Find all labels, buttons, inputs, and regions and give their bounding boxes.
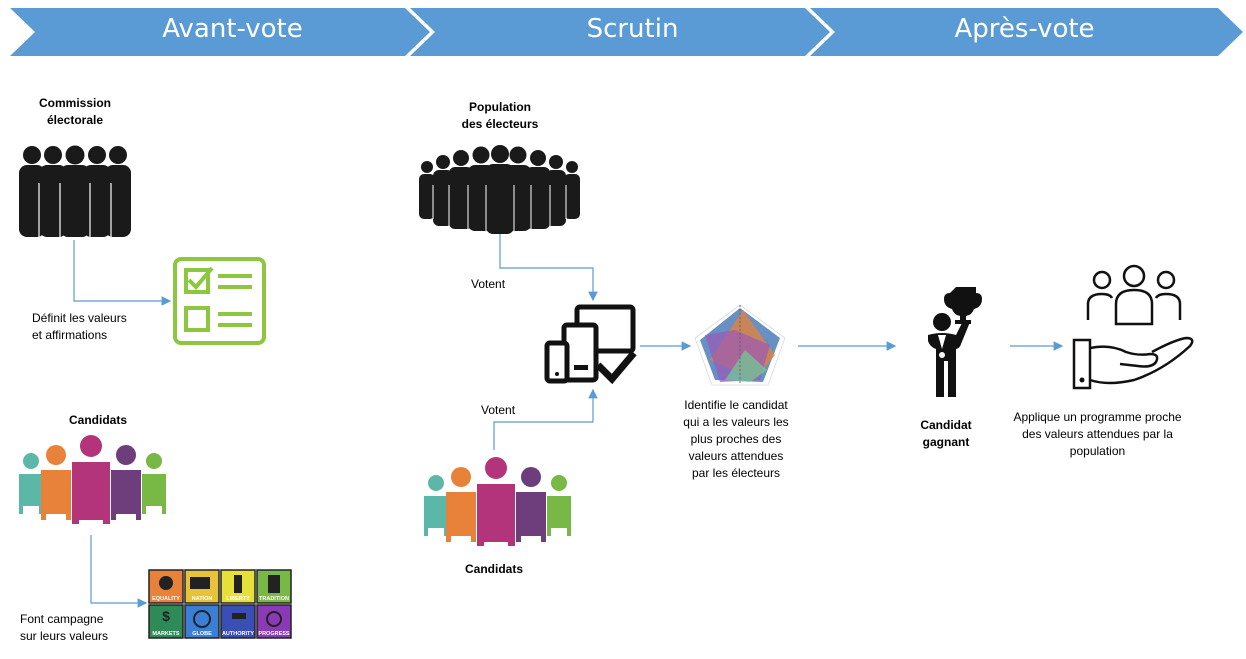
tile-text-5: GLOBE: [192, 631, 212, 637]
phase-title-avant: Avant-vote: [162, 14, 303, 44]
tile-text-1: NATION: [192, 596, 213, 602]
candidats-label-scrutin: Candidats: [464, 562, 523, 576]
arrow-candidats-to-device: [493, 388, 598, 450]
phase-banner: [10, 8, 1243, 56]
identifie-label: Identifie le candidat qui a les valeurs …: [683, 398, 789, 480]
tile-text-4: MARKETS: [152, 631, 180, 637]
radar-chart-icon: [694, 304, 786, 386]
applique-label: Applique un programme proche des valeurs…: [1013, 410, 1182, 458]
tile-text-6: AUTHORITY: [222, 631, 254, 637]
value-tiles-icon: $ EQUALITY NATION LIBERTY TRADITION MARK…: [148, 569, 292, 639]
checklist-icon: [173, 257, 266, 345]
commission-crowd-icon: [19, 145, 131, 237]
tile-text-7: PROGRESS: [258, 631, 290, 637]
votent-bottom-label: Votent: [481, 403, 516, 417]
hand-people-icon: [1072, 264, 1194, 390]
candidats-label-avant: Candidats: [68, 413, 127, 427]
arrow-commission-to-checklist: [73, 240, 172, 306]
tile-text-0: EQUALITY: [152, 596, 180, 602]
tile-text-3: TRADITION: [259, 596, 289, 602]
phase-chevron-apres: [810, 8, 1243, 56]
candidates-avant-icon: [19, 435, 166, 524]
votent-top-label: Votent: [471, 277, 506, 291]
winner-trophy-icon: [928, 287, 982, 397]
phase-title-apres: Après-vote: [954, 14, 1095, 44]
phase-title-scrutin: Scrutin: [586, 14, 679, 44]
arrow-population-to-device: [499, 232, 598, 302]
svg-text:$: $: [162, 608, 170, 624]
tile-text-2: LIBERTY: [226, 596, 250, 602]
voting-devices-icon: [544, 304, 637, 385]
phase-chevron-scrutin: [410, 8, 830, 56]
phase-chevron-avant: [10, 8, 430, 56]
arrow-candidats-to-tiles: [90, 535, 148, 608]
voters-crowd-icon: [419, 145, 580, 234]
candidates-scrutin-icon: [424, 457, 571, 546]
